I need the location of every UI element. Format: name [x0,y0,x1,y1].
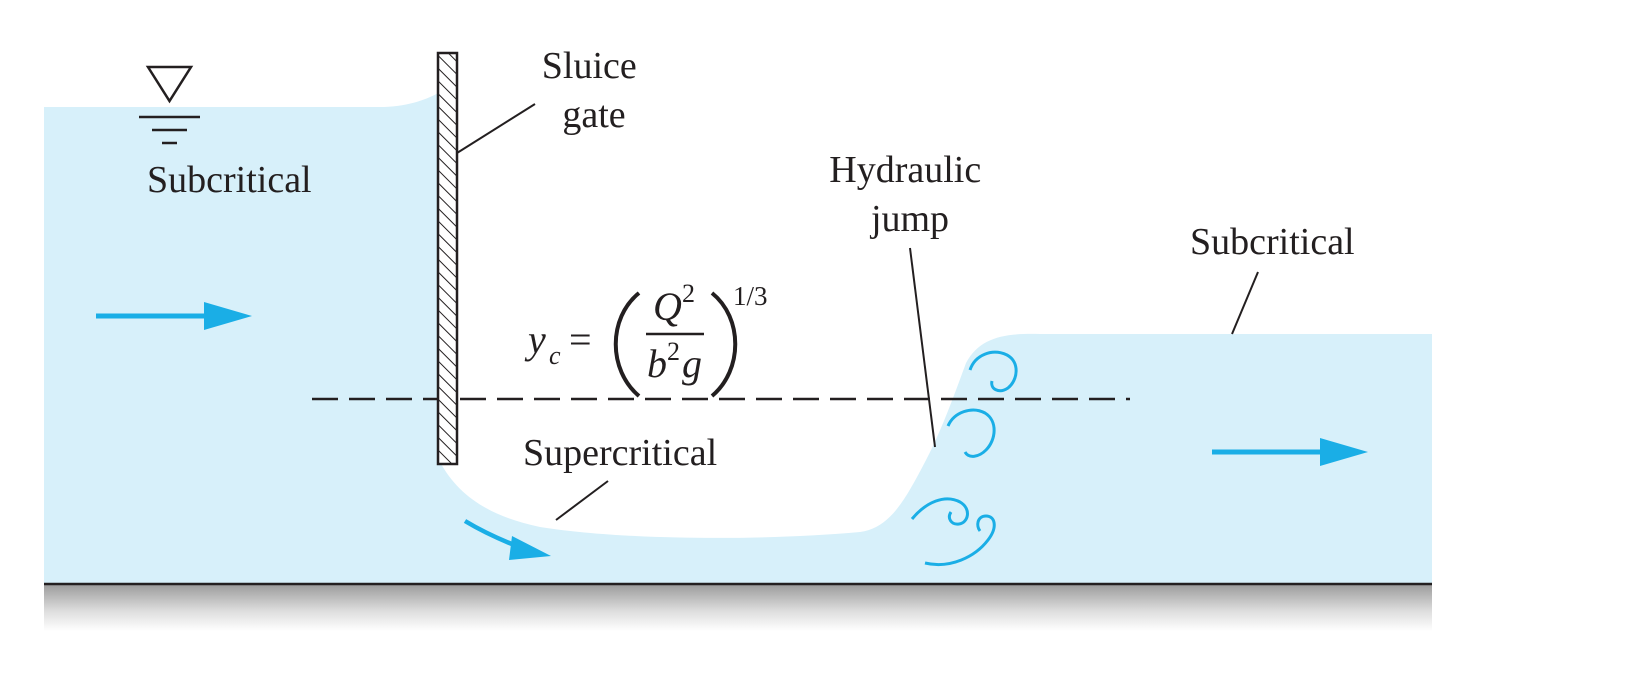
subcritical-downstream-leader [1231,271,1259,335]
flow-arrow-icon [1212,438,1368,466]
sluice-gate-leader [456,103,536,154]
left-parenthesis [613,291,641,398]
sluice-gate-label-line1: Sluice [542,45,637,87]
channel-bed-ground [44,585,1432,631]
sluice-gate [436,51,459,466]
eddy-swirl-icon [968,350,1018,393]
equation-denominator-var2: g [682,341,702,386]
equation-numerator-var: Q [653,284,682,329]
equation-equals: = [569,317,592,362]
hydraulic-jump-label-line2: jump [869,198,949,240]
sluice-gate-label: Sluice gate [542,45,646,136]
eddy-swirl-icon [910,497,969,526]
sluice-gate-label-line2: gate [562,94,625,136]
equation-lhs-subscript: c [549,341,561,370]
equation-outer-exp: 1/3 [733,281,768,311]
flow-arrow-icon [463,519,551,560]
hydraulic-jump-label-line1: Hydraulic [829,149,981,191]
equation-denominator-var1: b [647,341,667,386]
equation-denominator-exp: 2 [667,337,680,366]
right-parenthesis [710,291,738,398]
equation-lhs-var: y [524,317,546,362]
subcritical-downstream-label: Subcritical [1190,221,1355,263]
flow-arrow-icon [96,302,252,330]
hydraulic-jump-label: Hydraulic jump [829,149,990,240]
subcritical-upstream-label: Subcritical [147,159,312,201]
equation-numerator-exp: 2 [682,279,695,308]
water-body [44,92,1432,585]
eddy-swirl-icon [924,514,996,566]
supercritical-label: Supercritical [523,432,717,474]
hydraulic-jump-leader [909,247,936,448]
eddy-swirl-icon [946,408,996,458]
supercritical-leader [555,480,609,521]
critical-depth-equation: y c = Q 2 b 2 g 1/3 [524,279,768,398]
free-surface-triangle-icon [139,65,200,145]
